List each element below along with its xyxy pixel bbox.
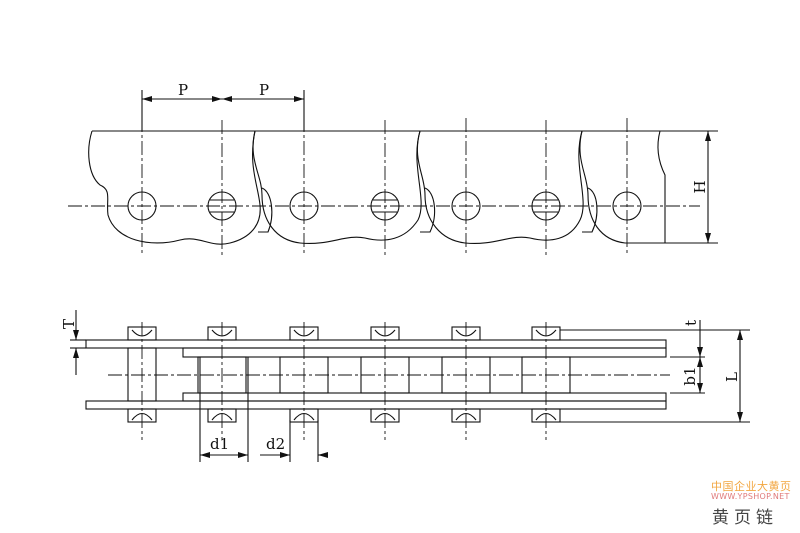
pin-head-top (451, 326, 481, 341)
pin-hole (451, 191, 481, 221)
pin-hole (127, 191, 157, 221)
watermark-line3: 黄页链 (712, 508, 778, 528)
pin-hole (289, 191, 319, 221)
pin-head-arc (293, 329, 315, 337)
label-height: H (691, 180, 709, 193)
pin-head-arc (211, 329, 233, 337)
outer-plate-top (85, 339, 667, 349)
plate-outline (252, 130, 422, 245)
pin-head-arc (374, 412, 396, 421)
label-T: T (60, 319, 78, 329)
roller (197, 356, 247, 394)
pin-body (127, 347, 157, 402)
pin-hole (207, 191, 237, 221)
watermark-line1: 中国企业大黄页 (711, 480, 792, 493)
plate-outline (88, 130, 261, 245)
plate-outline (579, 130, 660, 244)
plate-outline (416, 130, 584, 245)
label-d1: d1 (210, 435, 229, 453)
pin-head-top (370, 326, 400, 341)
pin-hole (531, 191, 561, 221)
pin-head-top (289, 326, 319, 341)
pin-head-bottom (451, 408, 481, 423)
roller (360, 356, 410, 394)
roller (279, 356, 329, 394)
pin-head-bottom (127, 408, 157, 423)
pin-head-bottom (370, 408, 400, 423)
label-d2: d2 (266, 435, 285, 453)
pin-head-arc (455, 412, 477, 421)
label-b1: b1 (681, 366, 699, 385)
inner-plate-top (182, 347, 667, 358)
overlap-edge (582, 187, 598, 233)
pin-head-arc (374, 329, 396, 337)
label-pitch: P (259, 81, 269, 99)
label-t: t (682, 320, 700, 326)
pin-head-top (531, 326, 561, 341)
roller (441, 356, 491, 394)
pin-head-arc (535, 412, 557, 421)
pin-head-bottom (289, 408, 319, 423)
top-view-section: T t b1 L d1 d2 (60, 310, 750, 462)
roller (521, 356, 571, 394)
pin-hole (370, 191, 400, 221)
outer-plate-bottom (85, 400, 667, 410)
pin-head-arc (131, 329, 153, 337)
pin-head-arc (211, 412, 233, 421)
pin-head-bottom (207, 408, 237, 423)
pin-head-arc (131, 412, 153, 421)
pin-head-top (127, 326, 157, 341)
overlap-edge (258, 187, 273, 233)
watermark-line2: WWW.YPSHOP.NET (711, 492, 790, 501)
inner-plate-bottom (182, 392, 667, 402)
overlap-edge (420, 187, 436, 233)
side-view: P P H (68, 81, 718, 255)
pin-hole (612, 191, 642, 221)
pin-head-arc (535, 329, 557, 337)
pin-head-top (207, 326, 237, 341)
pin-head-bottom (531, 408, 561, 423)
pin-head-arc (455, 329, 477, 337)
plate-outline (657, 130, 666, 243)
label-L: L (723, 372, 741, 382)
label-pitch: P (178, 81, 188, 99)
pin-head-arc (293, 412, 315, 421)
